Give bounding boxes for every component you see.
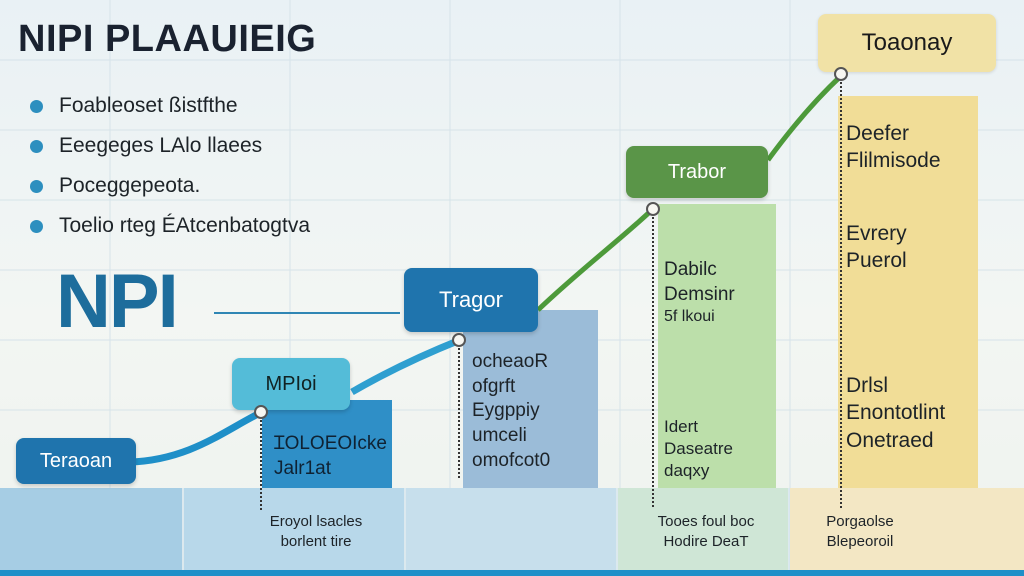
stage-3-text: ocheaoR ofgrft Eygppiy umceli omofcot0: [472, 351, 551, 471]
stage-node-4: [646, 202, 660, 216]
page-title: NIPI PLAAUIEIG: [18, 18, 317, 60]
bullet-item: Eeegeges LAlo llaees: [30, 126, 410, 166]
stage-line-3: [458, 348, 460, 478]
stage-4-text-bottom: Idert Daseatre daqxy: [664, 417, 733, 481]
bullet-list: Foableoset ßistfthe Eeegeges LAlo llaees…: [30, 86, 410, 246]
stage-node-5: [834, 67, 848, 81]
stage-4-footer: Tooes foul boc Hodire DeaT: [657, 513, 755, 551]
stage-5-text-b: Evrery Puerol: [846, 222, 907, 273]
stage-label-5: Toaonay: [818, 14, 996, 72]
stage-5-text-c: Drlsl Enontotlint Onetraed: [846, 374, 946, 452]
stage-line-2: [260, 420, 262, 510]
bullet-dot-icon: [30, 99, 43, 113]
stage-4-text-top: Dabilc Demsinr 5f lkoui: [664, 259, 735, 326]
stage-5-footer: Porgaolse Blepeoroil: [826, 513, 894, 551]
npi-big-label: NPI: [56, 259, 179, 344]
stage-2-footer: Eroyol lsacles borlent tire: [269, 513, 363, 551]
stage-label-3: Tragor: [404, 268, 538, 332]
stage-label-4: Trabor: [626, 146, 768, 198]
bullet-dot-icon: [30, 139, 43, 153]
bullet-item: Foableoset ßistfthe: [30, 86, 410, 126]
bullet-dot-icon: [30, 219, 43, 233]
stage-2-text: ꞮOLOEOIcke Jalr1at: [274, 433, 387, 479]
stage-node-2: [254, 405, 268, 419]
stage-line-4: [652, 217, 654, 507]
bullet-item: Poceggepeota.: [30, 166, 410, 206]
stage-line-5: [840, 82, 842, 508]
stage-5-text-a: Deefer Flilmisode: [846, 122, 941, 173]
stage-node-3: [452, 333, 466, 347]
bullet-item: Toelio rteg ÉAtcenbatogtva: [30, 206, 410, 246]
stage-label-1: Teraoan: [16, 438, 136, 484]
bullet-dot-icon: [30, 179, 43, 193]
connector-line: [214, 312, 400, 314]
stage-label-2: MPIoi: [232, 358, 350, 410]
